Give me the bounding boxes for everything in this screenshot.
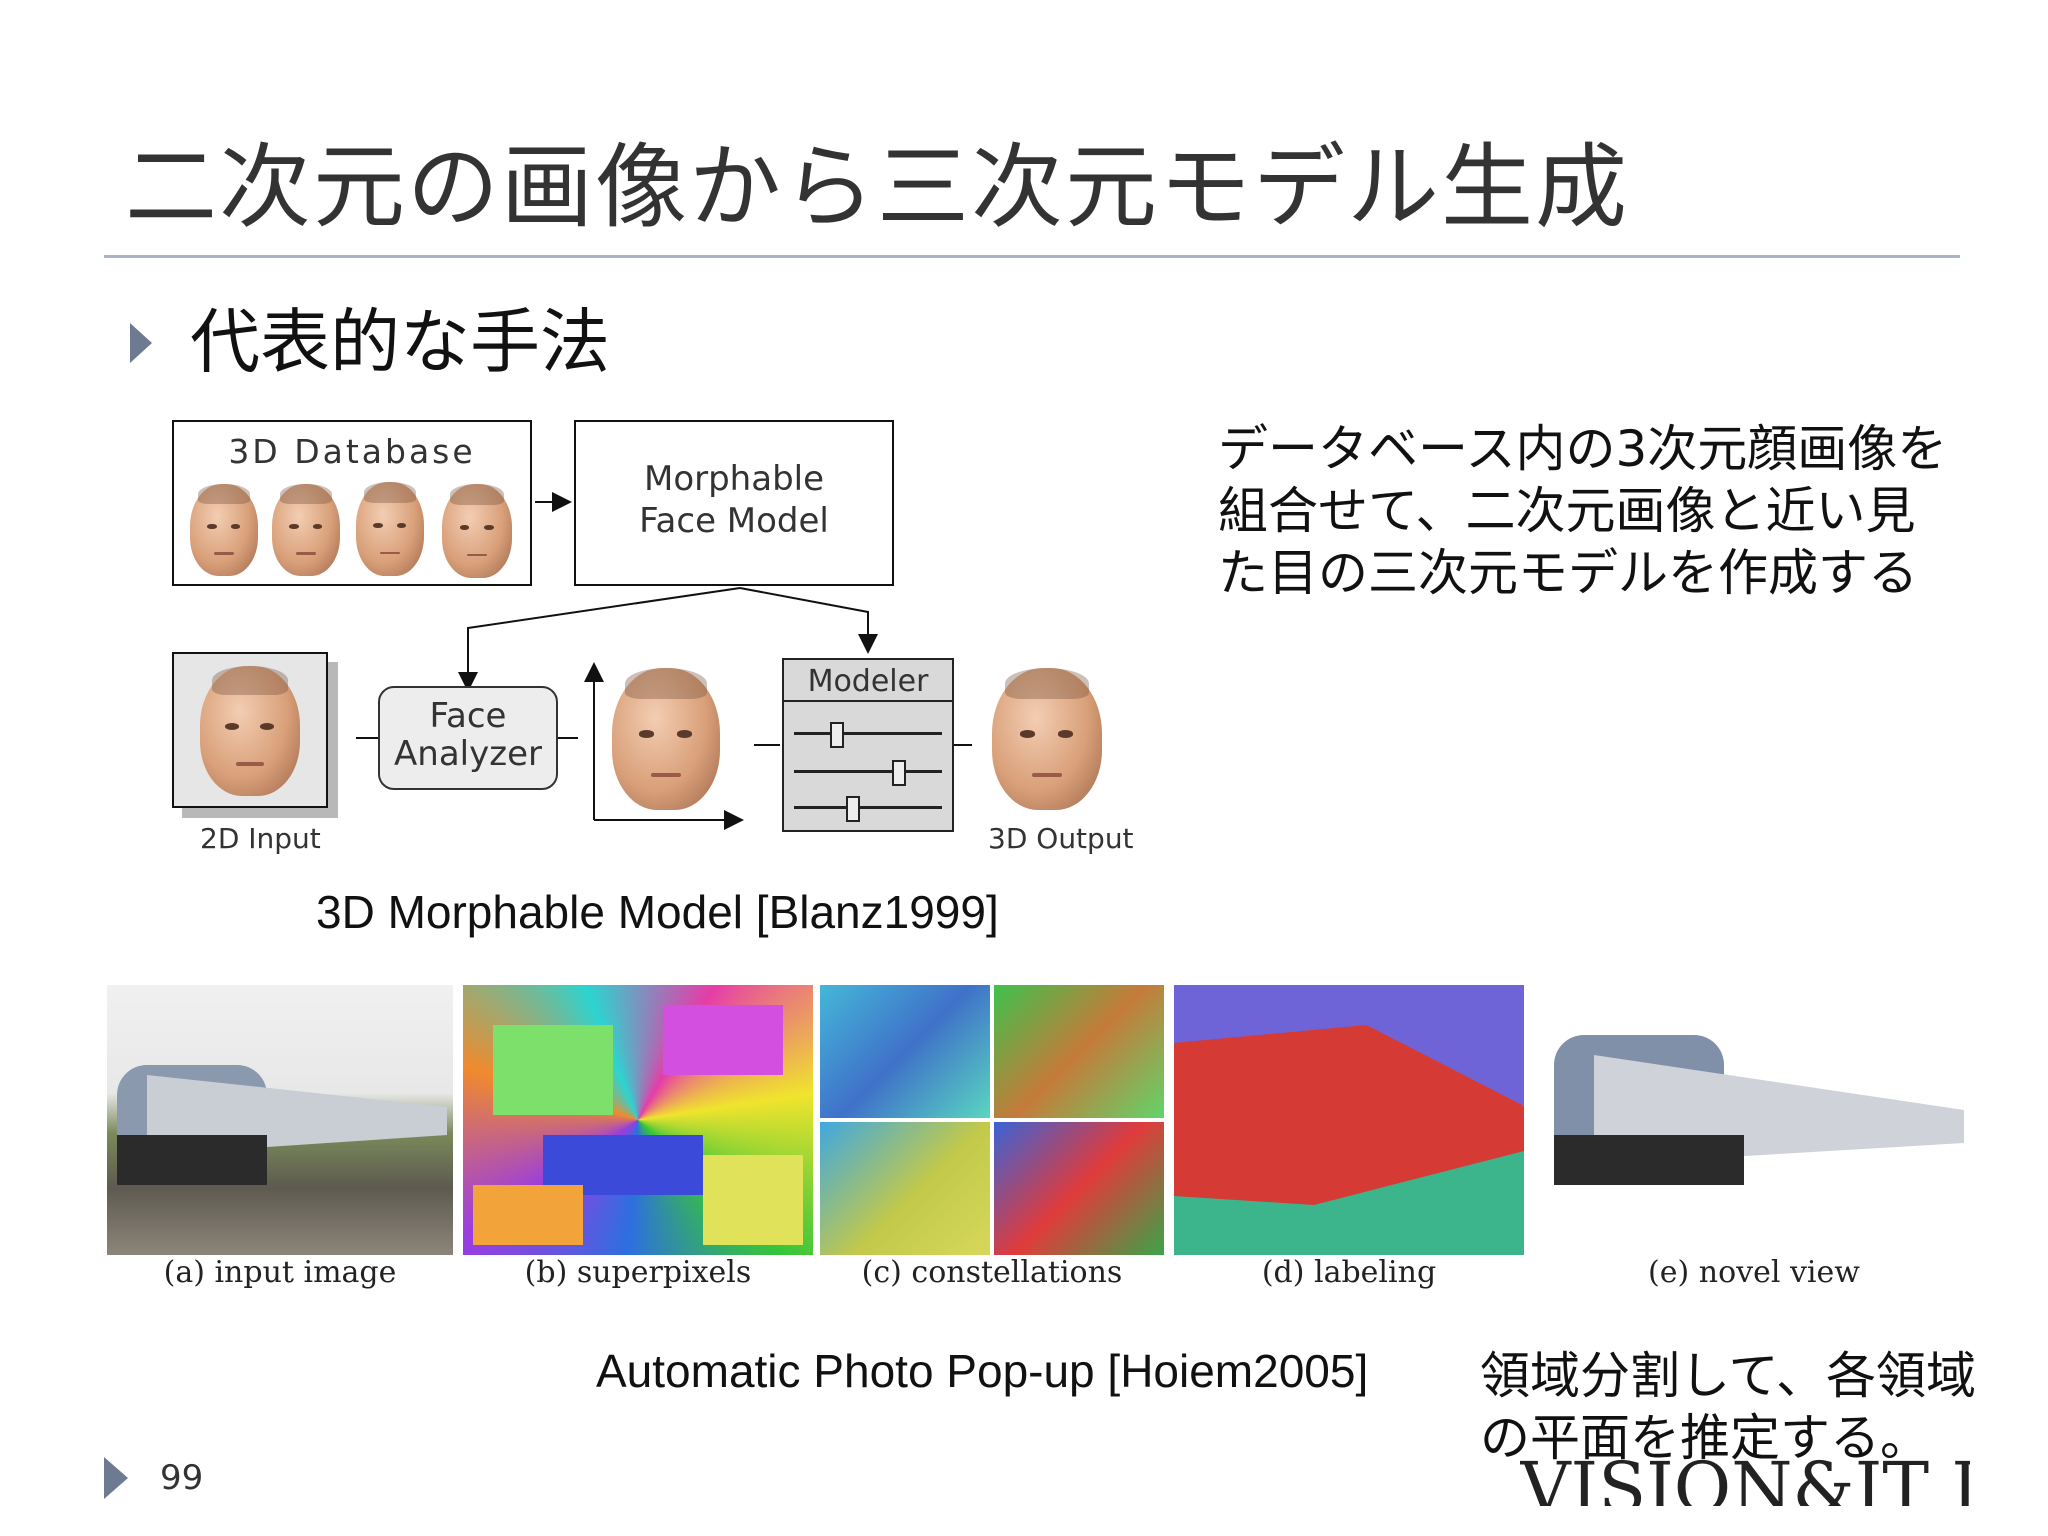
input-label: 2D Input <box>200 822 321 855</box>
database-face-4 <box>442 484 512 578</box>
slide-title: 二次元の画像から三次元モデル生成 <box>125 134 1630 241</box>
database-label: 3D Database <box>228 432 476 471</box>
panel-caption-a: (a) input image <box>163 1255 397 1290</box>
lab-logo: VISION&IT Lab <box>1520 1446 1970 1506</box>
output-label: 3D Output <box>988 822 1134 855</box>
panel-novel-view <box>1534 985 1974 1255</box>
modeler-box: Modeler <box>782 658 954 832</box>
modeler-slider-1 <box>830 722 844 748</box>
output-face <box>992 668 1102 810</box>
analyzer-label-line1: Face <box>429 696 507 736</box>
modeler-label: Modeler <box>784 664 952 702</box>
page-number: 99 <box>160 1458 204 1498</box>
popup-description: 領域分割して、各領域の平面を推定する。 <box>1480 1347 1976 1467</box>
database-face-2 <box>272 484 340 576</box>
bullet-text: 代表的な手法 <box>190 301 610 383</box>
panel-superpixels <box>463 985 813 1255</box>
title-divider <box>104 255 1960 258</box>
database-box: 3D Database <box>172 420 532 586</box>
panel-caption-b: (b) superpixels <box>524 1255 752 1290</box>
input-face-photo <box>172 652 328 808</box>
panel-caption-d: (d) labeling <box>1261 1255 1437 1290</box>
morphable-face-model-box: Morphable Face Model <box>574 420 894 586</box>
diagram-connectors <box>356 492 972 830</box>
panel-input-image <box>107 985 453 1255</box>
input-face <box>200 666 300 796</box>
panel-caption-c: (c) constellations <box>861 1255 1123 1290</box>
morphable-model-caption: 3D Morphable Model [Blanz1999] <box>316 886 999 938</box>
lab-logo-text: VISION&IT Lab <box>1520 1447 1970 1506</box>
bullet-arrow-icon <box>130 323 152 363</box>
panel-constellations <box>820 985 1164 1255</box>
page-arrow-icon <box>104 1457 128 1499</box>
method-description: データベース内の3次元顔画像を組合せて、二次元画像と近い見た目の三次元モデルを作… <box>1218 420 1948 602</box>
morphable-label-line2: Face Model <box>639 501 829 541</box>
panel-labeling <box>1174 985 1524 1255</box>
analyzer-label-line2: Analyzer <box>394 734 542 774</box>
database-face-1 <box>190 484 258 576</box>
photo-popup-caption: Automatic Photo Pop-up [Hoiem2005] <box>596 1345 1369 1397</box>
face-analyzer-box: Face Analyzer <box>378 686 558 790</box>
morphable-label-line1: Morphable <box>643 459 825 499</box>
modeler-slider-2 <box>892 760 906 786</box>
database-face-3 <box>356 482 424 576</box>
modeler-slider-3 <box>846 796 860 822</box>
morphable-model-diagram: 3D Database Morphable Face Model 2D Inpu… <box>150 400 1140 870</box>
estimated-face <box>612 668 720 810</box>
panel-caption-e: (e) novel view <box>1648 1255 1860 1290</box>
